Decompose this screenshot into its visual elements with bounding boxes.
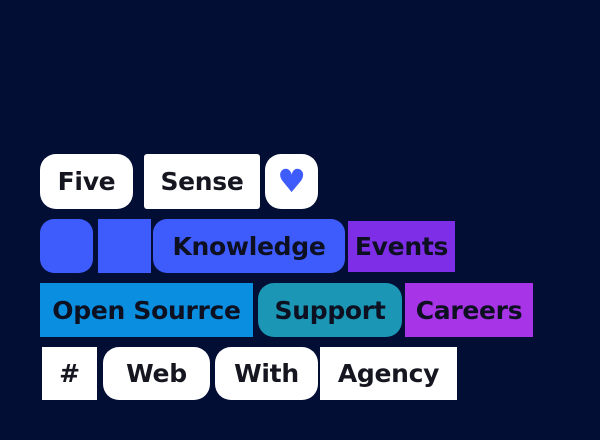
five-button[interactable]: Five [40,154,133,209]
heart-icon: ♥ [277,161,306,200]
knowledge-button[interactable]: Knowledge [153,219,345,273]
open-source-label: Open Sourrce [52,295,241,325]
web-button[interactable]: Web [103,347,210,400]
careers-label: Careers [415,295,523,325]
support-label: Support [274,295,386,325]
careers-button[interactable]: Careers [405,283,533,337]
hash-label: # [59,359,80,388]
blue-tile-rounded[interactable] [40,219,93,273]
events-button[interactable]: Events [348,221,455,272]
support-button[interactable]: Support [258,283,402,337]
hash-button[interactable]: # [42,347,97,400]
open-source-button[interactable]: Open Sourrce [40,283,253,337]
with-button[interactable]: With [215,347,318,400]
agency-button[interactable]: Agency [320,347,457,400]
heart-button[interactable]: ♥ [265,154,318,209]
five-label: Five [57,167,116,196]
events-label: Events [354,232,449,261]
sense-label: Sense [160,167,244,196]
web-label: Web [126,359,187,388]
sense-button[interactable]: Sense [144,154,260,209]
knowledge-label: Knowledge [172,231,326,261]
blue-tile-square[interactable] [98,219,151,273]
agency-label: Agency [337,359,440,388]
with-label: With [234,359,299,388]
